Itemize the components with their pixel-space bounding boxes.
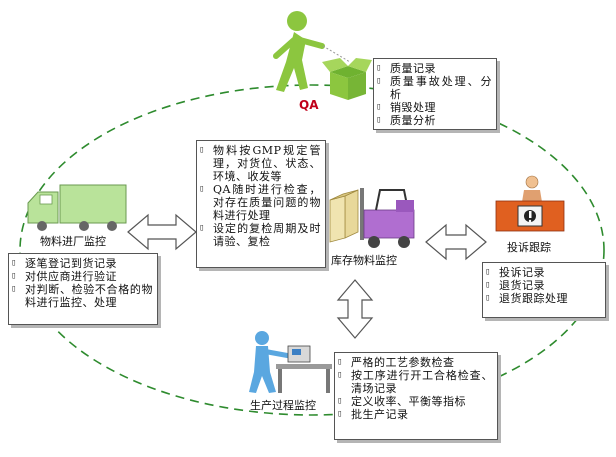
list-item: ▯批生产记录 (337, 408, 409, 421)
process-loop-ellipse (19, 84, 605, 416)
complaint-tracking-label: 投诉跟踪 (507, 241, 551, 254)
list-item: ▯销毁处理 (376, 101, 436, 114)
inventory-rules-box: ▯物料按GMP规定管理，对货位、状态、环境、收发等 ▯QA随时进行检查，对存在质… (196, 140, 326, 268)
list-item: ▯对判断、检验不合格的物料进行监控、处理 (11, 283, 153, 309)
list-item: ▯质量记录 (376, 62, 436, 75)
list-item: ▯逐笔登记到货记录 (11, 257, 117, 270)
double-arrow-icon (336, 279, 374, 339)
double-arrow-icon (425, 223, 487, 261)
production-monitoring-box: ▯严格的工艺参数检查 ▯按工序进行开工合格检查、清场记录 ▯定义收率、平衡等指标… (334, 352, 498, 440)
list-item: ▯退货记录 (485, 279, 545, 292)
list-item: ▯设定的复检周期及时请验、复检 (199, 222, 321, 248)
forklift-icon (329, 188, 415, 248)
qa-duties-box: ▯质量记录 ▯质量事故处理、分析 ▯销毁处理 ▯质量分析 (373, 58, 497, 130)
double-arrow-icon (127, 213, 197, 251)
worker-icon (249, 331, 332, 393)
complaint-tracking-box: ▯投诉记录 ▯退货记录 ▯退货跟踪处理 (482, 262, 606, 318)
open-box-icon (322, 58, 372, 100)
inventory-monitoring-label: 库存物料监控 (331, 254, 397, 267)
list-item: ▯退货跟踪处理 (485, 292, 568, 305)
list-item: ▯按工序进行开工合格检查、清场记录 (337, 369, 493, 395)
list-item: ▯物料按GMP规定管理，对货位、状态、环境、收发等 (199, 144, 321, 183)
incoming-monitoring-label: 物料进厂监控 (40, 235, 106, 248)
list-item: ▯严格的工艺参数检查 (337, 356, 455, 369)
complaint-desk-icon (495, 175, 565, 232)
production-monitoring-label: 生产过程监控 (250, 399, 316, 412)
qa-label: QA (299, 98, 319, 112)
list-item: ▯质量事故处理、分析 (376, 75, 492, 101)
list-item: ▯投诉记录 (485, 266, 545, 279)
truck-icon (27, 184, 127, 231)
list-item: ▯质量分析 (376, 114, 436, 127)
list-item: ▯QA随时进行检查，对存在质量问题的物料进行处理 (199, 183, 321, 222)
list-item: ▯定义收率、平衡等指标 (337, 395, 466, 408)
list-item: ▯对供应商进行验证 (11, 270, 117, 283)
qa-inspector-icon (273, 11, 351, 92)
incoming-monitoring-box: ▯逐笔登记到货记录 ▯对供应商进行验证 ▯对判断、检验不合格的物料进行监控、处理 (8, 253, 158, 325)
